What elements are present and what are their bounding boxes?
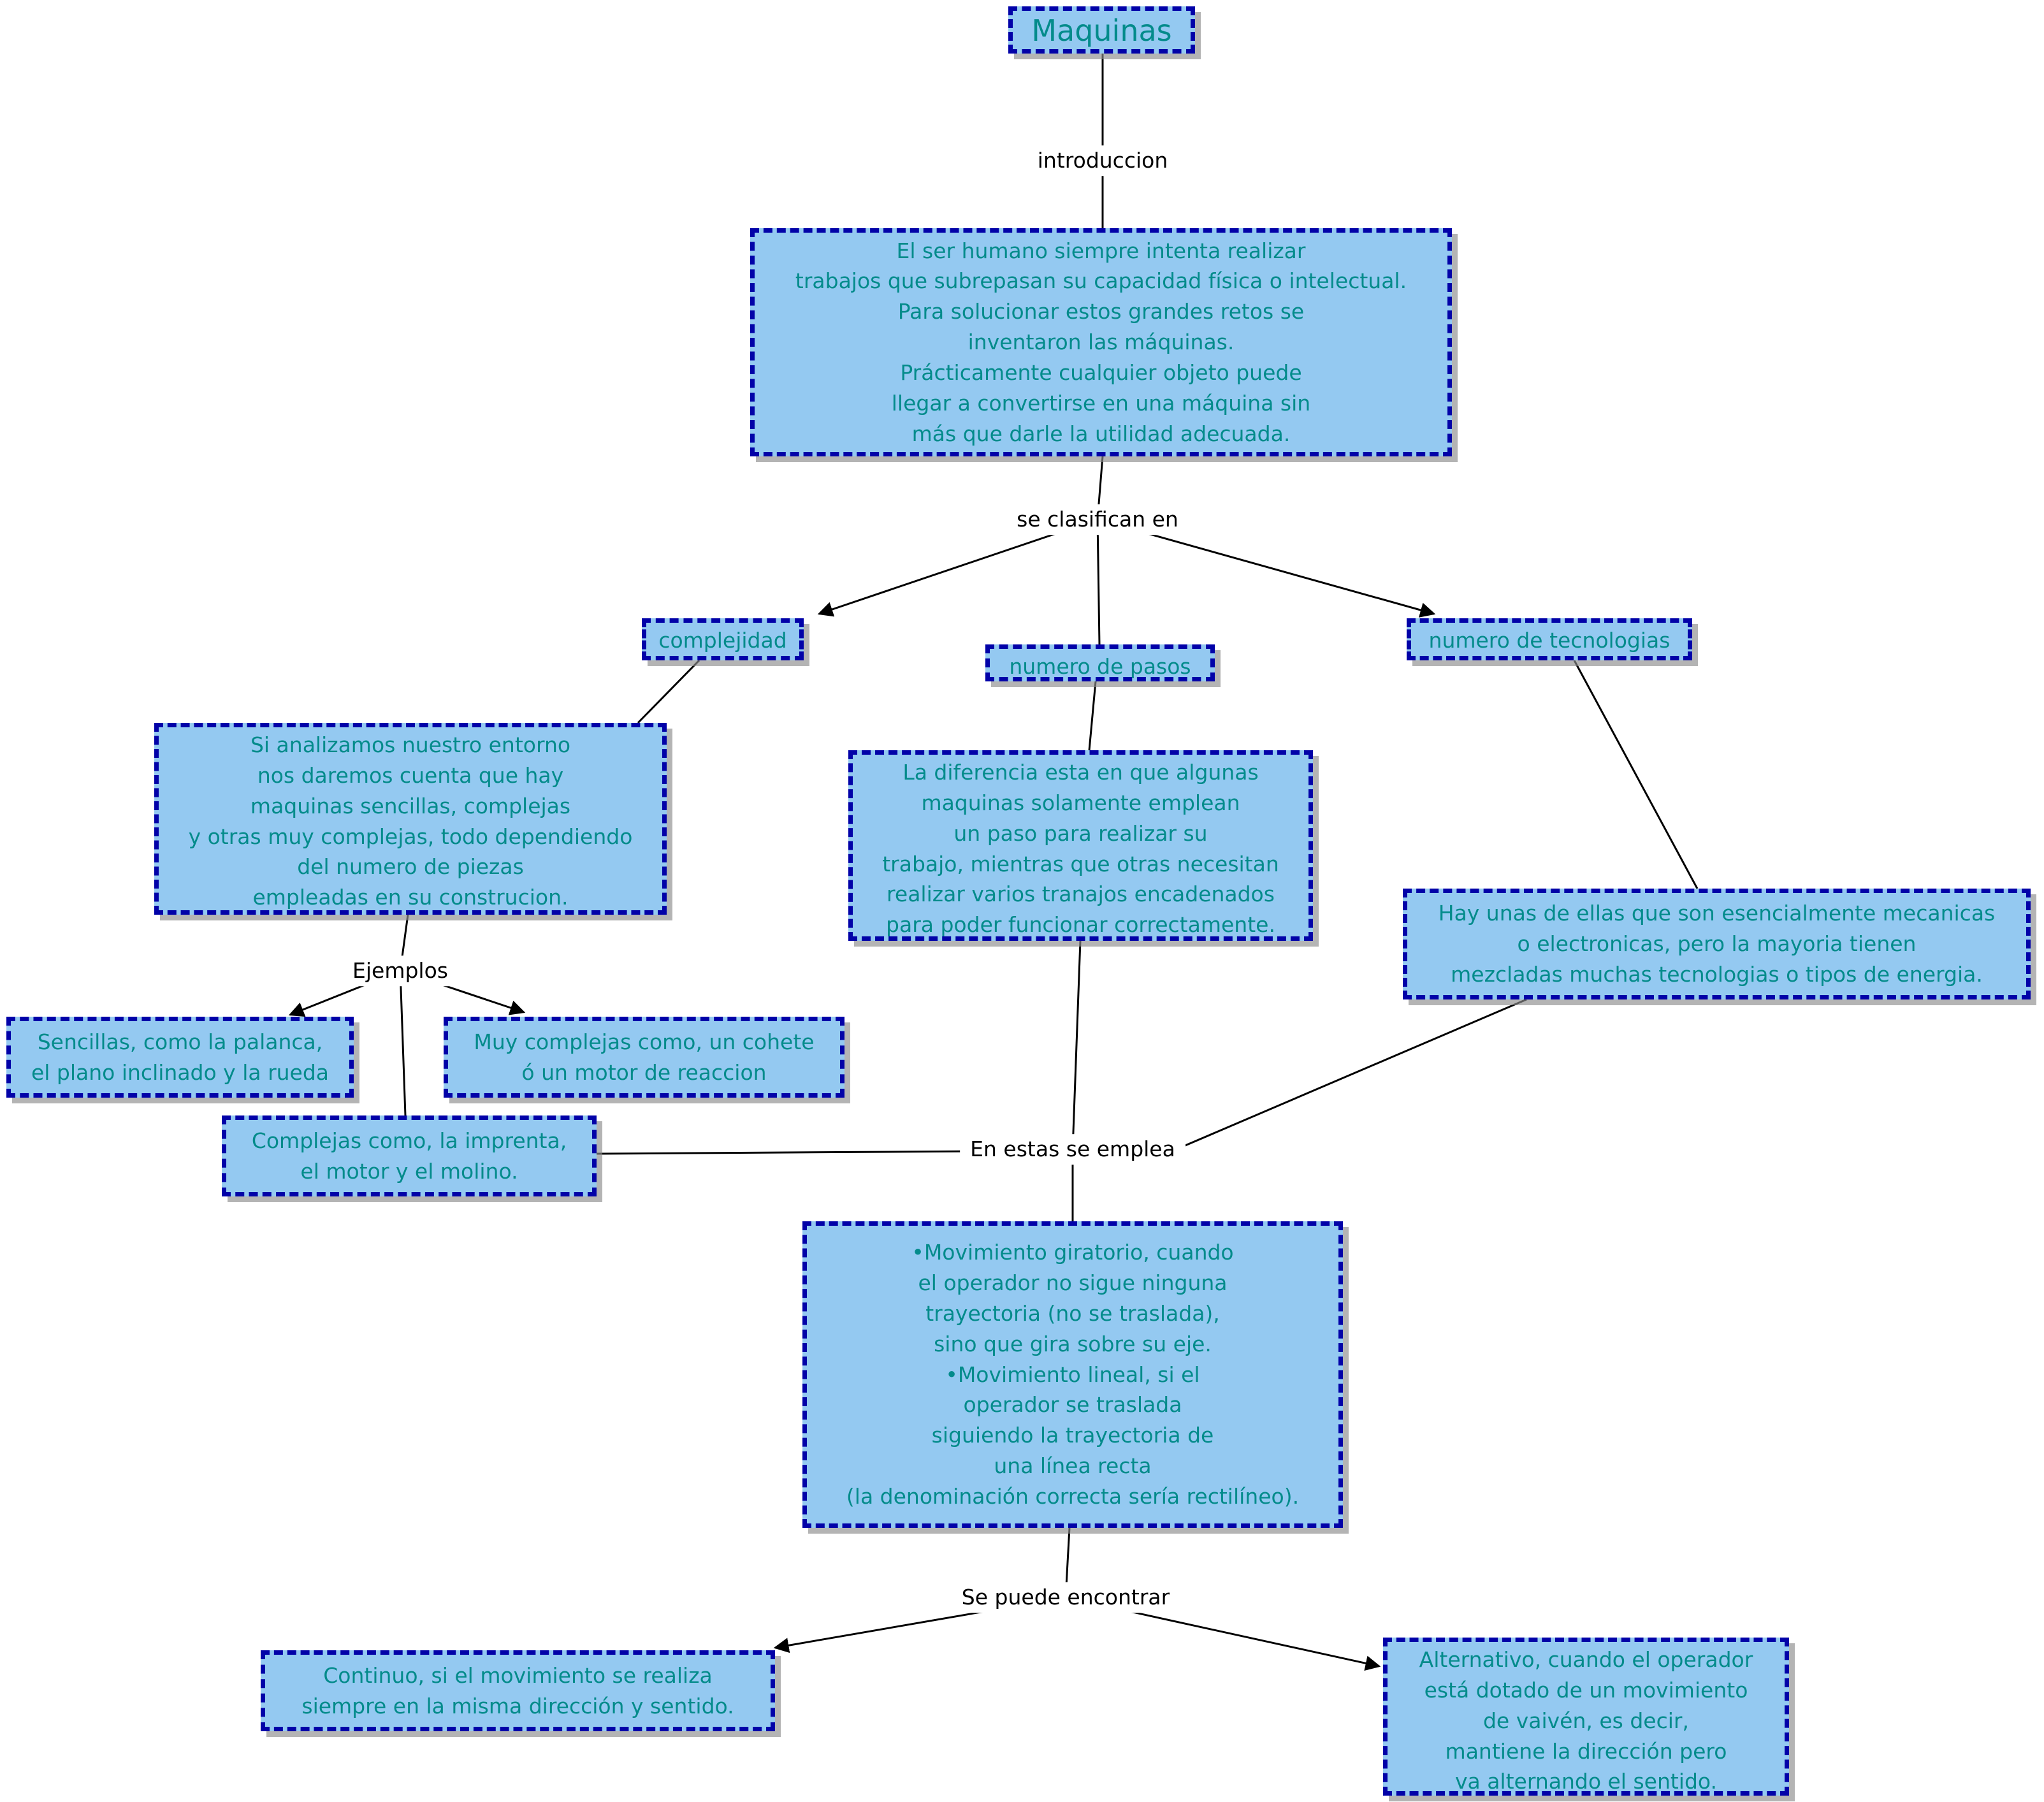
- node-continuo[interactable]: Continuo, si el movimiento se realiza si…: [261, 1650, 775, 1731]
- node-introduccion-text[interactable]: El ser humano siempre intenta realizar t…: [750, 228, 1452, 456]
- node-muy-complejas[interactable]: Muy complejas como, un cohete ó un motor…: [444, 1017, 844, 1098]
- edge-label-se-clasifican-en[interactable]: se clasifican en: [1006, 504, 1189, 535]
- node-movimiento[interactable]: •Movimiento giratorio, cuando el operado…: [802, 1221, 1343, 1528]
- edge-label-ejemplos[interactable]: Ejemplos: [342, 955, 458, 986]
- node-numero-de-tecnologias[interactable]: numero de tecnologias: [1407, 618, 1692, 660]
- node-complejidad[interactable]: complejidad: [642, 618, 804, 660]
- node-maquinas-title[interactable]: Maquinas: [1008, 6, 1195, 54]
- node-tecnologias-descripcion[interactable]: Hay unas de ellas que son esencialmente …: [1403, 889, 2031, 999]
- node-alternativo[interactable]: Alternativo, cuando el operador está dot…: [1383, 1638, 1789, 1796]
- node-pasos-descripcion[interactable]: La diferencia esta en que algunas maquin…: [848, 750, 1313, 941]
- node-sencillas[interactable]: Sencillas, como la palanca, el plano inc…: [6, 1017, 354, 1098]
- node-complejidad-descripcion[interactable]: Si analizamos nuestro entorno nos daremo…: [154, 723, 667, 915]
- edge-label-en-estas-se-emplea[interactable]: En estas se emplea: [960, 1134, 1185, 1165]
- edge-label-se-puede-encontrar[interactable]: Se puede encontrar: [951, 1582, 1180, 1613]
- node-numero-de-pasos[interactable]: numero de pasos: [985, 644, 1215, 681]
- edge-label-introduccion[interactable]: introduccion: [1027, 145, 1178, 176]
- node-complejas[interactable]: Complejas como, la imprenta, el motor y …: [222, 1115, 597, 1196]
